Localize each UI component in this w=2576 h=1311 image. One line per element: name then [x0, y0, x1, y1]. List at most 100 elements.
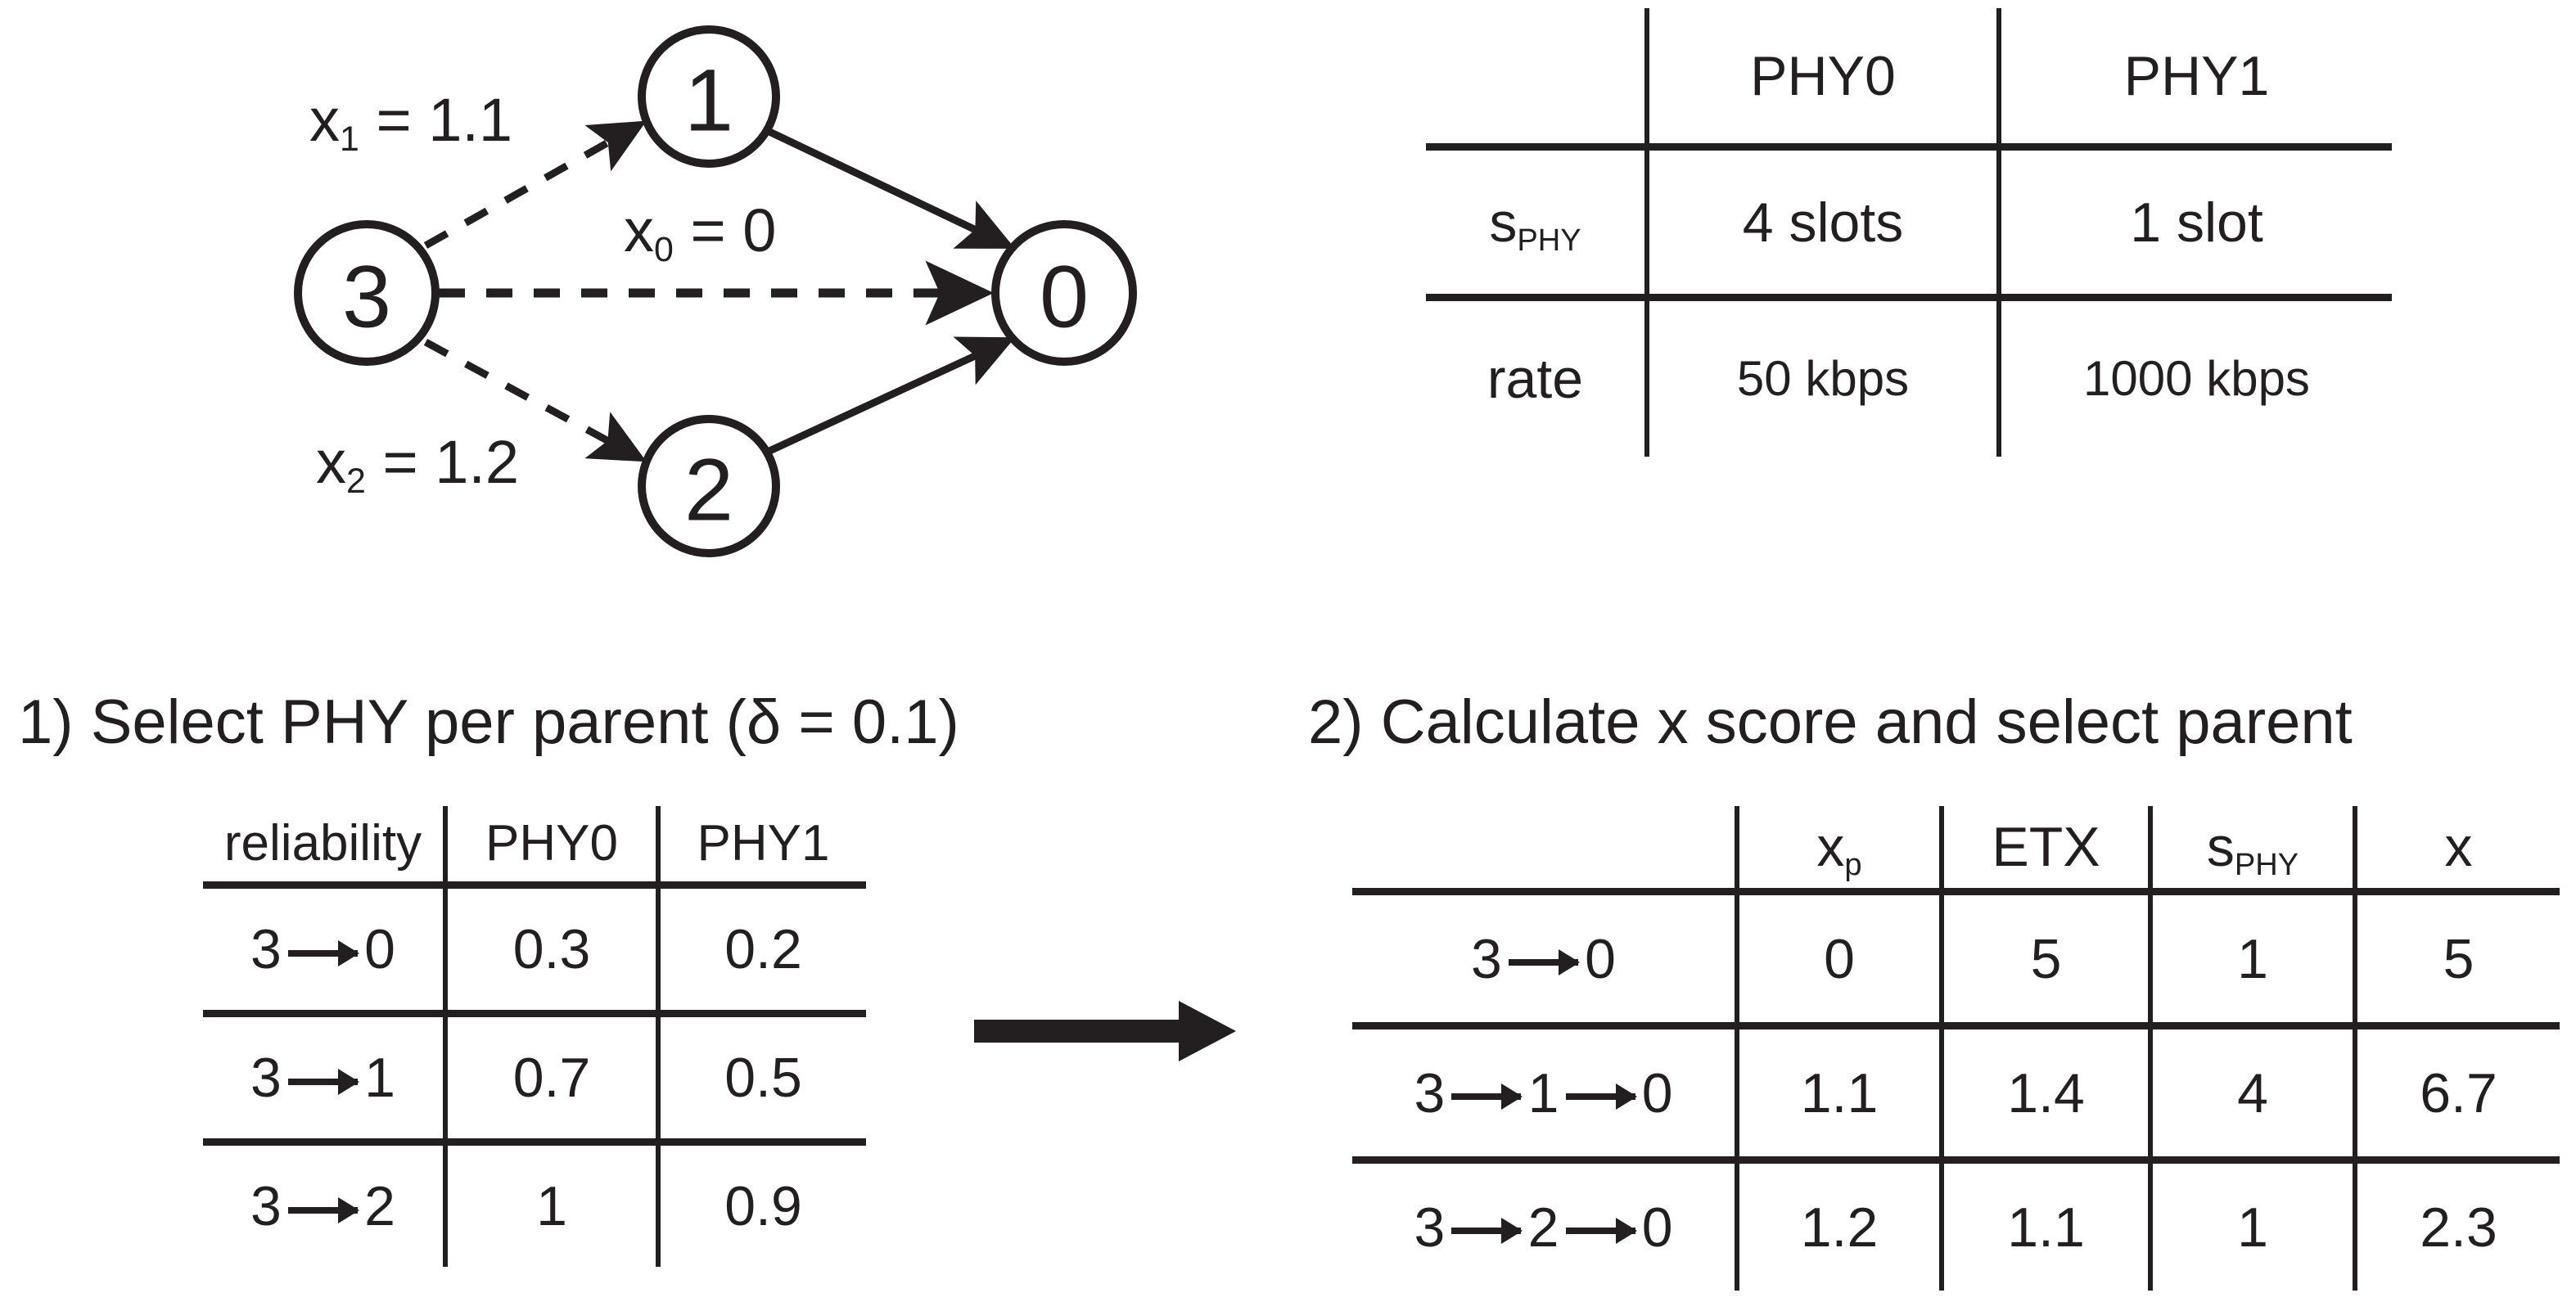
- edge-label-x0-base: x: [624, 196, 654, 264]
- node-0-label: 0: [1040, 247, 1089, 346]
- xscore-row-label-2: 3 2 0: [1352, 1156, 1737, 1291]
- node-0: [991, 220, 1137, 366]
- phy-params-header-phy1: PHY1: [2123, 44, 2270, 107]
- xscore-corner-cell: [1352, 806, 1737, 892]
- edge-label-x0-sub: 0: [654, 230, 674, 270]
- reliability-cell-0-phy0: 0.3: [443, 881, 661, 1014]
- table-row: rate 50 kbps 1000 kbps: [1426, 294, 2392, 457]
- step-2-caption: 2) Calculate x score and select parent: [1308, 687, 2353, 757]
- right-arrow-icon: [288, 936, 359, 971]
- graph-svg: 3 1 2 0: [294, 25, 1137, 557]
- xscore-cell-1-x: 6.7: [2353, 1022, 2560, 1160]
- route-from: 3: [250, 1175, 282, 1237]
- edge-label-x0-value: = 0: [690, 196, 777, 264]
- table-row: 3 1 0 1.1 1.4 4 6.7: [1352, 1022, 2560, 1160]
- right-arrow-icon: [288, 1065, 359, 1099]
- xscore-cell-2-x: 2.3: [2353, 1156, 2560, 1291]
- hop-0: 3: [1471, 927, 1502, 990]
- route-to: 0: [364, 918, 395, 980]
- xscore-header-sphy-sub: PHY: [2234, 848, 2299, 883]
- reliability-cell-1-phy1: 0.5: [658, 1010, 866, 1142]
- hop-0: 3: [1414, 1061, 1446, 1124]
- xscore-cell-0-sphy: 1: [2148, 888, 2355, 1026]
- node-1-label: 1: [684, 51, 733, 150]
- hop-1: 2: [1527, 1196, 1559, 1259]
- edge-3-to-2: [423, 339, 647, 462]
- xscore-header-xp: xp: [1735, 806, 1942, 892]
- reliability-header-label: reliability: [223, 815, 422, 872]
- reliability-cell-2-phy0: 1: [443, 1138, 661, 1267]
- step-flow-arrow: [974, 1001, 1236, 1061]
- sphy-base: s: [1489, 191, 1518, 254]
- route-to: 1: [364, 1047, 395, 1109]
- node-3: [294, 220, 440, 366]
- edge-label-x1-base: x: [309, 86, 340, 154]
- step-1-caption: 1) Select PHY per parent (δ = 0.1): [18, 687, 959, 757]
- hop-2: 0: [1641, 1061, 1673, 1124]
- xscore-cell-2-etx: 1.1: [1939, 1156, 2150, 1291]
- hop-2: 0: [1641, 1196, 1673, 1259]
- phy-params-row-label-rate: rate: [1426, 294, 1647, 457]
- right-arrow-icon: [1565, 1214, 1637, 1248]
- edge-label-x2-base: x: [316, 428, 346, 496]
- xscore-cell-1-xp: 1.1: [1735, 1022, 1942, 1160]
- table-row: sPHY 4 slots 1 slot: [1426, 143, 2392, 298]
- edge-label-x2-value: = 1.2: [382, 428, 520, 496]
- right-arrow-icon: [1451, 1214, 1523, 1248]
- xscore-header-xp-base: x: [1816, 816, 1845, 878]
- edge-3-to-1: [423, 120, 647, 249]
- node-3-label: 3: [342, 247, 391, 346]
- right-arrow-icon: [1509, 945, 1580, 980]
- phy-params-cell-rate-phy0: 50 kbps: [1644, 294, 2001, 457]
- right-arrow-icon: [1451, 1079, 1523, 1114]
- edge-2-to-0: [766, 336, 1016, 456]
- phy-params-cell-rate-phy1: 1000 kbps: [1999, 294, 2392, 457]
- hop-0: 3: [1414, 1196, 1446, 1259]
- xscore-cell-0-etx: 5: [1939, 888, 2150, 1026]
- phy-params-cell-sphy-phy0: 4 slots: [1644, 143, 2001, 298]
- xscore-header-sphy: sPHY: [2148, 806, 2355, 892]
- edge-1-to-0: [766, 127, 1016, 250]
- routing-topology-graph: 3 1 2 0 x1 = 1.1 x0 = 0 x2 = 1.2: [0, 0, 1277, 589]
- xscore-cell-1-etx: 1.4: [1939, 1022, 2150, 1160]
- reliability-cell-1-phy0: 0.7: [443, 1010, 661, 1142]
- hop-1: 1: [1527, 1061, 1559, 1124]
- phy-params-header-phy0: PHY0: [1644, 8, 2001, 147]
- xscore-cell-2-sphy: 1: [2148, 1156, 2355, 1291]
- phy-parameters-table: PHY0 PHY1 sPHY 4 slots 1 slot rate 50 kb…: [1426, 8, 2392, 457]
- xscore-header-x: x: [2353, 806, 2560, 892]
- route-from: 3: [250, 918, 282, 980]
- phy-params-row-label-sphy: sPHY: [1426, 143, 1647, 298]
- xscore-cell-1-sphy: 4: [2148, 1022, 2355, 1160]
- reliability-header-phy1: PHY1: [697, 815, 830, 872]
- xscore-header-etx: ETX: [1939, 806, 2150, 892]
- edge-label-x1: x1 = 1.1: [309, 90, 512, 157]
- route-from: 3: [250, 1047, 282, 1109]
- right-arrow-icon: [1565, 1079, 1637, 1114]
- xscore-row-label-1: 3 1 0: [1352, 1022, 1737, 1160]
- node-2-label: 2: [684, 440, 733, 539]
- xscore-header-sphy-base: s: [2206, 816, 2235, 878]
- table-row: reliability PHY0 PHY1: [203, 806, 866, 885]
- hop-1: 0: [1585, 927, 1616, 990]
- edge-label-x2-sub: 2: [346, 462, 366, 502]
- xscore-cell-2-xp: 1.2: [1735, 1156, 1942, 1291]
- edge-label-x2: x2 = 1.2: [316, 432, 519, 499]
- edge-label-x0: x0 = 0: [624, 200, 776, 268]
- xscore-cell-0-xp: 0: [1735, 888, 1942, 1026]
- right-arrow-icon: [288, 1193, 359, 1228]
- xscore-header-xp-sub: p: [1844, 848, 1862, 883]
- edge-label-x1-sub: 1: [340, 119, 359, 160]
- phy-params-corner-cell: [1426, 8, 1647, 147]
- node-2: [638, 415, 780, 557]
